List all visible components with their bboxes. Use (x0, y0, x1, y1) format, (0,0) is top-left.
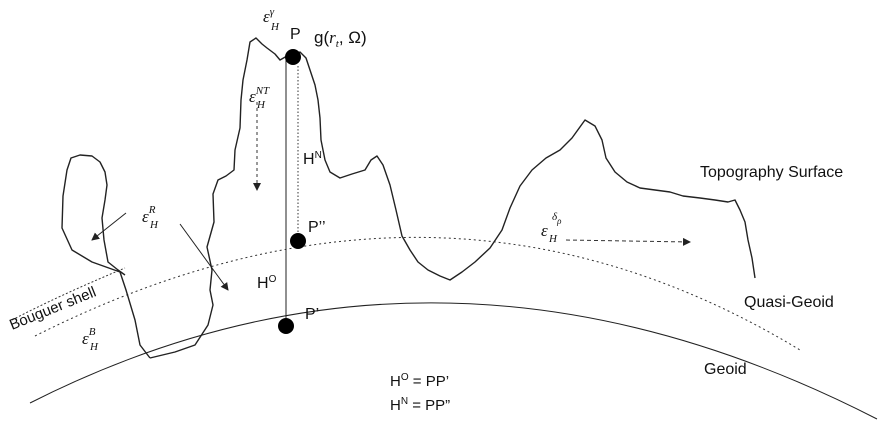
quasi-geoid-curve (34, 236, 801, 351)
point-p-marker (285, 49, 301, 65)
geoid-label: Geoid (704, 361, 747, 378)
point-p-double-marker (290, 233, 306, 249)
eps-r-sub: H (149, 219, 159, 231)
eps-r-arrow-right (179, 223, 229, 291)
topography-label: Topography Surface (700, 164, 843, 181)
gravity-label: g(rt, Ω) (314, 28, 367, 50)
geoid-curve (29, 302, 878, 420)
eps-nt-sub: H (256, 99, 266, 111)
eps-delta-rho-arrow (565, 237, 691, 246)
equation-hn: HN = PP” (390, 396, 450, 414)
eps-r-arrow-left (91, 212, 127, 241)
equation-ho: HO = PP’ (390, 372, 449, 390)
eps-gamma-label: εγ (263, 6, 275, 26)
eps-b-sub: H (89, 341, 99, 353)
point-p-prime-label: P’ (305, 306, 319, 323)
point-p-double-label: P’’ (308, 219, 326, 236)
eps-b-label: εB (82, 326, 96, 348)
bouguer-shell-label: Bouguer shell (7, 284, 98, 334)
ho-label: HO (257, 274, 277, 292)
eps-nt-label: εNT (249, 85, 270, 106)
eps-gamma-sub: H (270, 21, 280, 33)
left-hill-outline (61, 154, 151, 359)
eps-r-label: εR (142, 204, 156, 226)
hn-label: HN (303, 150, 322, 168)
point-p-label: P (290, 26, 301, 43)
bouguer-shell-line (11, 267, 126, 321)
point-p-prime-marker (278, 318, 294, 334)
eps-delta-rho-sup: δρ (552, 211, 562, 226)
eps-delta-rho-label: ε (541, 221, 548, 240)
quasi-geoid-label: Quasi-Geoid (744, 294, 834, 311)
topography-outline (149, 37, 756, 359)
eps-delta-rho-sub: H (548, 233, 558, 245)
